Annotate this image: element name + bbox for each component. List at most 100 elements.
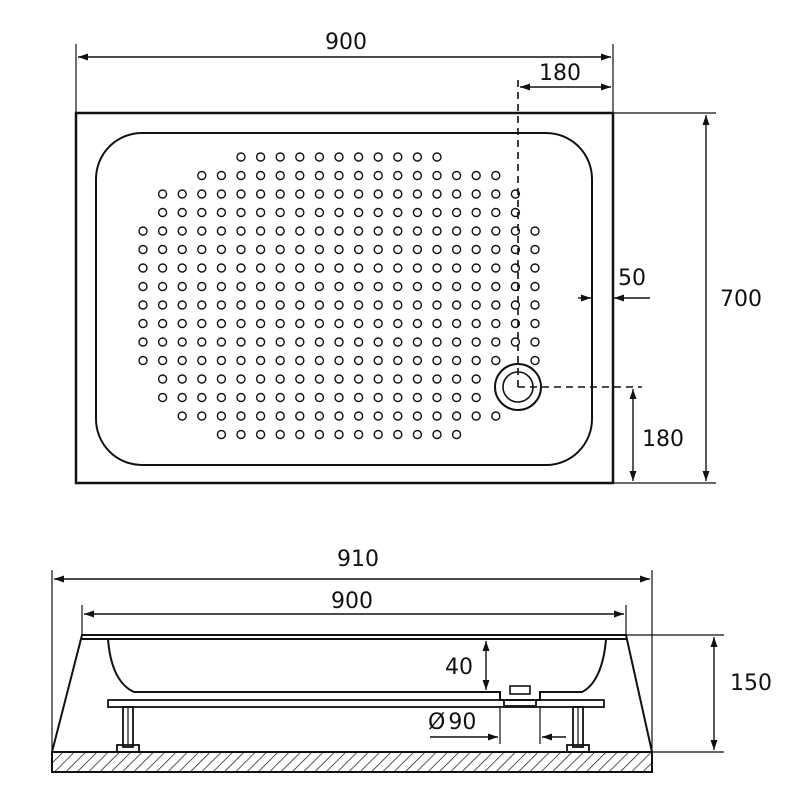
anti-slip-dot bbox=[373, 152, 383, 162]
anti-slip-dot bbox=[216, 392, 227, 403]
anti-slip-dot bbox=[432, 374, 442, 384]
anti-slip-dot bbox=[393, 207, 403, 218]
anti-slip-dot bbox=[177, 244, 187, 255]
anti-slip-dot bbox=[275, 207, 285, 218]
height-dimension-label: 700 bbox=[720, 287, 762, 312]
anti-slip-dot bbox=[373, 300, 383, 310]
anti-slip-dot bbox=[451, 355, 462, 366]
anti-slip-dot bbox=[314, 300, 325, 310]
anti-slip-dot bbox=[157, 281, 168, 292]
anti-slip-dot bbox=[530, 281, 540, 292]
anti-slip-dot bbox=[510, 337, 521, 347]
anti-slip-dot bbox=[412, 318, 423, 329]
anti-slip-dot bbox=[451, 244, 462, 255]
anti-slip-dot bbox=[471, 411, 481, 421]
anti-slip-dot bbox=[197, 281, 207, 292]
anti-slip-dot bbox=[138, 226, 148, 236]
anti-slip-dot bbox=[255, 318, 266, 329]
anti-slip-dot bbox=[295, 189, 305, 199]
anti-slip-dot bbox=[314, 392, 325, 403]
anti-slip-dot bbox=[275, 152, 285, 162]
anti-slip-dot bbox=[236, 170, 246, 181]
anti-slip-dot bbox=[393, 429, 403, 440]
anti-slip-dot bbox=[138, 300, 148, 310]
anti-slip-dot bbox=[255, 429, 266, 440]
anti-slip-dot bbox=[236, 300, 246, 310]
anti-slip-dot bbox=[295, 337, 305, 347]
drain-diameter-value: 90 bbox=[448, 710, 476, 735]
anti-slip-dot bbox=[236, 226, 246, 236]
anti-slip-dot bbox=[157, 374, 168, 384]
anti-slip-dot bbox=[393, 411, 403, 421]
anti-slip-dot bbox=[295, 392, 305, 403]
anti-slip-dot bbox=[393, 300, 403, 310]
drain-outer-ring bbox=[494, 363, 542, 411]
anti-slip-dot bbox=[334, 226, 344, 236]
anti-slip-dot bbox=[432, 355, 442, 366]
anti-slip-dot bbox=[412, 355, 423, 366]
outer-width-label: 910 bbox=[337, 547, 379, 572]
anti-slip-dot bbox=[471, 318, 481, 329]
anti-slip-dot bbox=[491, 337, 501, 347]
anti-slip-dot bbox=[314, 429, 325, 440]
anti-slip-dot bbox=[510, 207, 521, 218]
anti-slip-dot bbox=[432, 318, 442, 329]
anti-slip-dot bbox=[530, 226, 540, 236]
anti-slip-dot bbox=[412, 226, 423, 236]
top-view: 900 180 50 700 180 bbox=[74, 30, 762, 485]
anti-slip-dot bbox=[491, 244, 501, 255]
anti-slip-dot bbox=[412, 170, 423, 181]
anti-slip-dot bbox=[353, 207, 364, 218]
anti-slip-dot bbox=[491, 300, 501, 310]
anti-slip-dot bbox=[412, 281, 423, 292]
anti-slip-dot bbox=[275, 392, 285, 403]
anti-slip-dot bbox=[236, 263, 246, 273]
anti-slip-dot bbox=[530, 244, 540, 255]
anti-slip-dot bbox=[491, 281, 501, 292]
anti-slip-dot bbox=[177, 318, 187, 329]
anti-slip-dot bbox=[314, 337, 325, 347]
anti-slip-dot bbox=[353, 152, 364, 162]
anti-slip-dot bbox=[216, 374, 227, 384]
anti-slip-dot bbox=[451, 318, 462, 329]
anti-slip-dot bbox=[255, 152, 266, 162]
anti-slip-dot bbox=[471, 392, 481, 403]
anti-slip-dot bbox=[510, 226, 521, 236]
total-height-label: 150 bbox=[730, 671, 772, 696]
anti-slip-dot bbox=[177, 189, 187, 199]
anti-slip-dot bbox=[216, 170, 227, 181]
anti-slip-dot bbox=[471, 300, 481, 310]
anti-slip-dot bbox=[432, 300, 442, 310]
anti-slip-dot bbox=[393, 337, 403, 347]
anti-slip-dot bbox=[138, 318, 148, 329]
support-frame bbox=[107, 699, 605, 708]
anti-slip-dot bbox=[353, 263, 364, 273]
anti-slip-dot bbox=[373, 355, 383, 366]
anti-slip-dot bbox=[491, 189, 501, 199]
anti-slip-dot bbox=[334, 263, 344, 273]
anti-slip-dot bbox=[216, 429, 227, 440]
anti-slip-dot bbox=[471, 355, 481, 366]
anti-slip-dot bbox=[236, 392, 246, 403]
anti-slip-dot bbox=[236, 281, 246, 292]
anti-slip-dot bbox=[177, 226, 187, 236]
anti-slip-dot bbox=[432, 429, 442, 440]
anti-slip-dot bbox=[255, 374, 266, 384]
anti-slip-dot bbox=[197, 263, 207, 273]
drain-offset-x-label: 180 bbox=[539, 61, 581, 86]
anti-slip-dot bbox=[197, 244, 207, 255]
anti-slip-dot bbox=[157, 318, 168, 329]
anti-slip-dot bbox=[334, 244, 344, 255]
anti-slip-dot bbox=[432, 281, 442, 292]
anti-slip-dot bbox=[451, 411, 462, 421]
anti-slip-dot bbox=[275, 429, 285, 440]
anti-slip-dot bbox=[510, 189, 521, 199]
anti-slip-dot bbox=[432, 170, 442, 181]
anti-slip-dot bbox=[295, 374, 305, 384]
anti-slip-dot bbox=[530, 337, 540, 347]
anti-slip-dot bbox=[275, 244, 285, 255]
anti-slip-dot bbox=[314, 207, 325, 218]
rim-width-label: 50 bbox=[618, 266, 646, 291]
anti-slip-dot bbox=[393, 374, 403, 384]
anti-slip-dot bbox=[236, 318, 246, 329]
